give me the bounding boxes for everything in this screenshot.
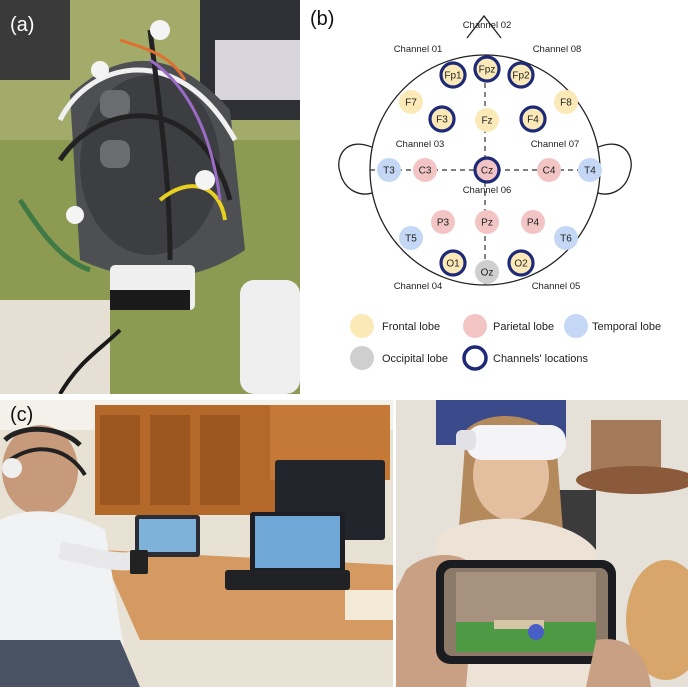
electrode-label-t3: T3 [383, 166, 395, 177]
electrode-label-c4: C4 [543, 166, 556, 177]
electrode-label-f3: F3 [436, 115, 448, 126]
electrode-label-f4: F4 [527, 115, 539, 126]
photo-vr-session [396, 400, 688, 687]
channel-label-01: Channel 01 [394, 44, 443, 55]
panel-label-a: (a) [10, 14, 35, 36]
legend-swatch-frontal [350, 314, 374, 338]
legend-swatch-temporal [564, 314, 588, 338]
channel-label-03: Channel 03 [396, 139, 445, 150]
photo-eeg-headset: (a) [0, 0, 300, 394]
electrode-label-pz: Pz [481, 218, 493, 229]
electrode-t5 [399, 226, 423, 250]
right-ear-outline [594, 143, 632, 195]
electrode-f8 [554, 90, 578, 114]
legend-label-channels: Channels' locations [493, 353, 589, 365]
channel-label-02: Channel 02 [463, 20, 512, 31]
electrode-label-fpz: Fpz [479, 65, 496, 76]
electrode-label-t5: T5 [405, 234, 417, 245]
electrode-t4 [578, 158, 602, 182]
headset-photo-illustration [0, 0, 300, 394]
electrode-t3 [377, 158, 401, 182]
electrode-o2 [507, 249, 535, 277]
channel-label-07: Channel 07 [531, 139, 580, 150]
left-ear-outline [338, 143, 376, 195]
electrode-label-t4: T4 [584, 166, 596, 177]
legend-label-occipital: Occipital lobe [382, 353, 448, 365]
nose-outline [466, 14, 502, 39]
electrode-fp1 [439, 61, 467, 89]
electrode-fz [475, 108, 499, 132]
legend-label-temporal: Temporal lobe [592, 321, 661, 333]
legend-swatch-parietal [463, 314, 487, 338]
legend-swatch-channels [462, 345, 488, 371]
vr-photo-illustration [396, 400, 688, 687]
channel-label-06: Channel 06 [463, 185, 512, 196]
electrode-t6 [554, 226, 578, 250]
electrode-label-oz: Oz [481, 268, 494, 279]
electrode-cz [473, 156, 501, 184]
electrode-c3 [413, 158, 437, 182]
electrode-label-p3: P3 [437, 218, 450, 229]
electrode-oz [475, 260, 499, 284]
electrode-pz [475, 210, 499, 234]
electrode-o1 [439, 249, 467, 277]
electrode-label-fz: Fz [481, 116, 492, 127]
electrode-label-c3: C3 [419, 166, 432, 177]
electrode-f7 [399, 90, 423, 114]
panel-label-c: (c) [10, 404, 34, 426]
electrode-label-f7: F7 [405, 98, 417, 109]
desk-photo-illustration [0, 400, 393, 687]
electrode-c4 [537, 158, 561, 182]
electrode-label-fp1: Fp1 [444, 71, 462, 82]
channel-label-04: Channel 04 [394, 281, 443, 292]
channel-label-05: Channel 05 [532, 281, 581, 292]
legend-swatch-occipital [350, 346, 374, 370]
electrode-label-f8: F8 [560, 98, 572, 109]
electrode-p3 [431, 210, 455, 234]
electrode-fpz [473, 55, 501, 83]
electrode-label-t6: T6 [560, 234, 572, 245]
legend-label-parietal: Parietal lobe [493, 321, 554, 333]
photo-desk-session: (c) [0, 400, 393, 687]
electrode-label-o2: O2 [514, 259, 528, 270]
electrode-label-fp2: Fp2 [512, 71, 530, 82]
electrode-fp2 [507, 61, 535, 89]
electrode-label-cz: Cz [481, 166, 493, 177]
electrode-f3 [428, 105, 456, 133]
panel-label-b: (b) [310, 8, 335, 30]
channel-label-08: Channel 08 [533, 44, 582, 55]
legend-label-frontal: Frontal lobe [382, 321, 440, 333]
electrode-label-p4: P4 [527, 218, 540, 229]
electrode-p4 [521, 210, 545, 234]
electrode-f4 [519, 105, 547, 133]
electrode-label-o1: O1 [446, 259, 460, 270]
